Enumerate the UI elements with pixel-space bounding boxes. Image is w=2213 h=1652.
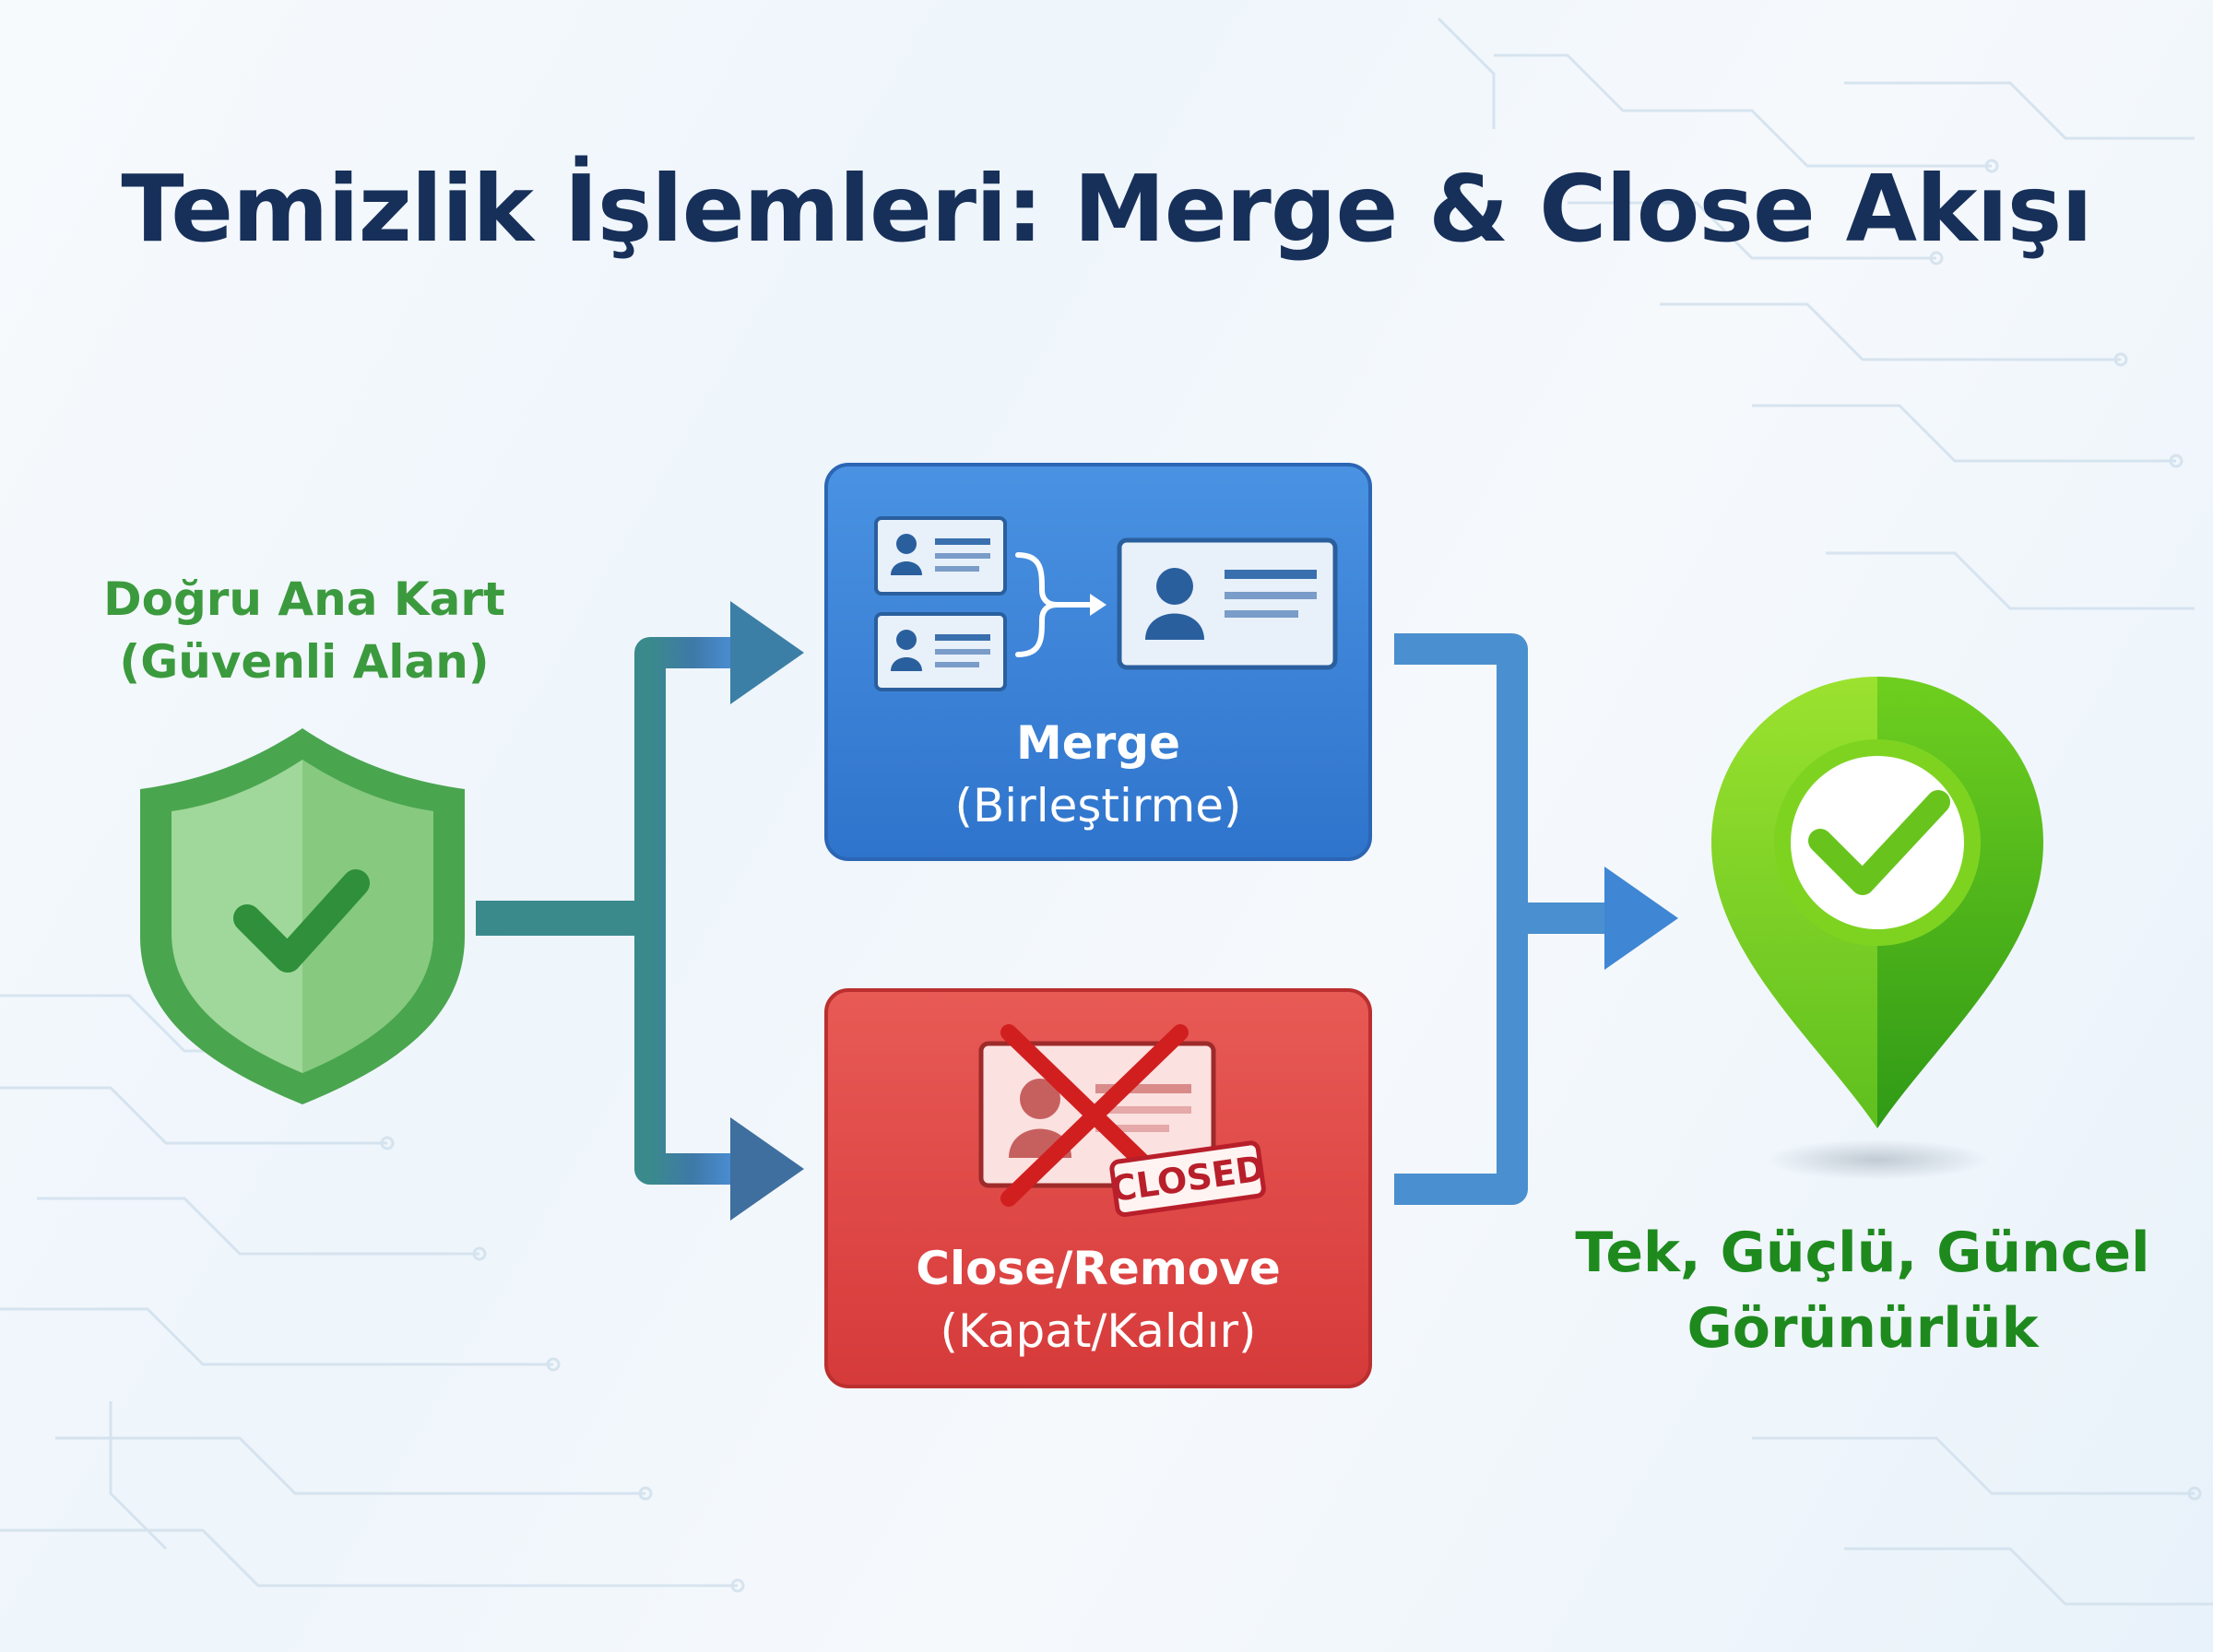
merge-label-line1: Merge	[1015, 716, 1181, 770]
closed-stamp: CLOSED	[1108, 1140, 1267, 1218]
connectors	[476, 601, 1678, 1221]
result-label-line2: Görünürlük	[1686, 1296, 2039, 1361]
source-label-line1: Doğru Ana Kart	[103, 572, 505, 626]
arrow-to-merge-icon	[730, 601, 804, 704]
shield-check-icon	[140, 728, 465, 1104]
merge-label-line2: (Birleştirme)	[954, 779, 1242, 832]
split-connector	[634, 637, 736, 1185]
result-label-line1: Tek, Güçlü, Güncel	[1575, 1221, 2150, 1285]
merge-box	[824, 463, 1372, 861]
arrow-to-result-icon	[1604, 867, 1678, 970]
close-label: Close/Remove (Kapat/Kaldır)	[822, 1237, 1375, 1363]
merge-cards-icon	[874, 516, 1338, 691]
location-pin-check-icon	[1711, 677, 2043, 1180]
source-label: Doğru Ana Kart (Güvenli Alan)	[65, 568, 544, 693]
result-label: Tek, Güçlü, Güncel Görünürlük	[1549, 1215, 2176, 1366]
close-label-line2: (Kapat/Kaldır)	[940, 1304, 1257, 1358]
arrow-to-close-icon	[730, 1117, 804, 1221]
page-title: Temizlik İşlemleri: Merge & Close Akışı	[121, 155, 2092, 263]
circuit-background	[0, 17, 2213, 1606]
source-label-line2: (Güvenli Alan)	[119, 635, 490, 689]
join-connector	[1394, 633, 1528, 1205]
close-box: CLOSED	[824, 988, 1372, 1388]
merge-label: Merge (Birleştirme)	[822, 712, 1375, 837]
close-label-line1: Close/Remove	[916, 1242, 1281, 1295]
